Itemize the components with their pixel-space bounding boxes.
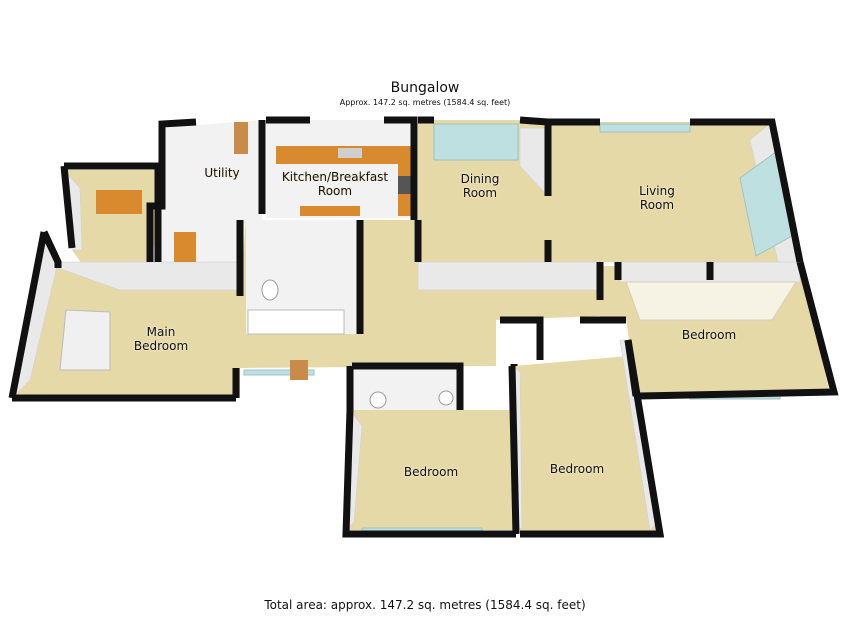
toilet xyxy=(261,279,279,301)
living-floor xyxy=(548,122,800,262)
room-label-bedroom-east: Bedroom xyxy=(681,328,737,342)
kitchen-counter xyxy=(276,146,414,216)
bathroom-floor xyxy=(246,220,360,334)
room-label-main-bedroom: Main Bedroom xyxy=(133,325,189,353)
sink xyxy=(338,148,362,158)
window xyxy=(433,123,519,161)
room-label-bedroom-south-right: Bedroom xyxy=(549,462,605,476)
wall xyxy=(520,339,665,538)
wall xyxy=(639,261,839,400)
south-right-bedroom-floor xyxy=(514,356,660,534)
plan-title: Bungalow xyxy=(390,80,460,96)
wall-face xyxy=(417,261,601,291)
total-area: Total area: approx. 147.2 sq. metres (15… xyxy=(264,598,586,612)
utility-floor xyxy=(150,120,262,264)
wall xyxy=(384,116,418,220)
window xyxy=(599,123,691,133)
wall xyxy=(60,165,76,249)
wall xyxy=(352,362,464,410)
wall xyxy=(64,162,162,262)
wall xyxy=(8,231,48,399)
room-label-bedroom-south-left: Bedroom xyxy=(403,465,459,479)
window xyxy=(243,369,315,376)
wall xyxy=(500,316,544,360)
bathtub xyxy=(247,309,345,335)
wall xyxy=(342,409,516,538)
room-label-utility: Utility xyxy=(204,166,240,180)
door xyxy=(234,122,248,154)
fixtures xyxy=(59,122,797,409)
wardrobe xyxy=(59,309,111,371)
wall-tops xyxy=(8,116,839,538)
utility-counter xyxy=(174,232,196,262)
plan-subtitle: Approx. 147.2 sq. metres (1584.4 sq. fee… xyxy=(339,98,511,107)
stairs xyxy=(625,281,797,321)
wall xyxy=(508,365,520,535)
door xyxy=(290,360,308,380)
wall xyxy=(146,118,197,262)
room-label-living: Living Room xyxy=(639,184,675,212)
wall xyxy=(690,118,804,263)
kitchen-floor xyxy=(266,120,414,218)
wall xyxy=(40,230,62,268)
room-label-dining: Dining Room xyxy=(460,172,500,200)
room-label-kitchen: Kitchen/Breakfast Room xyxy=(281,170,389,198)
toilet xyxy=(369,391,387,409)
ensuite-vanity xyxy=(96,190,142,214)
kitchen-counter xyxy=(300,206,360,216)
basin xyxy=(438,390,454,406)
hob xyxy=(398,176,412,194)
south-left-bedroom-floor xyxy=(346,410,516,530)
